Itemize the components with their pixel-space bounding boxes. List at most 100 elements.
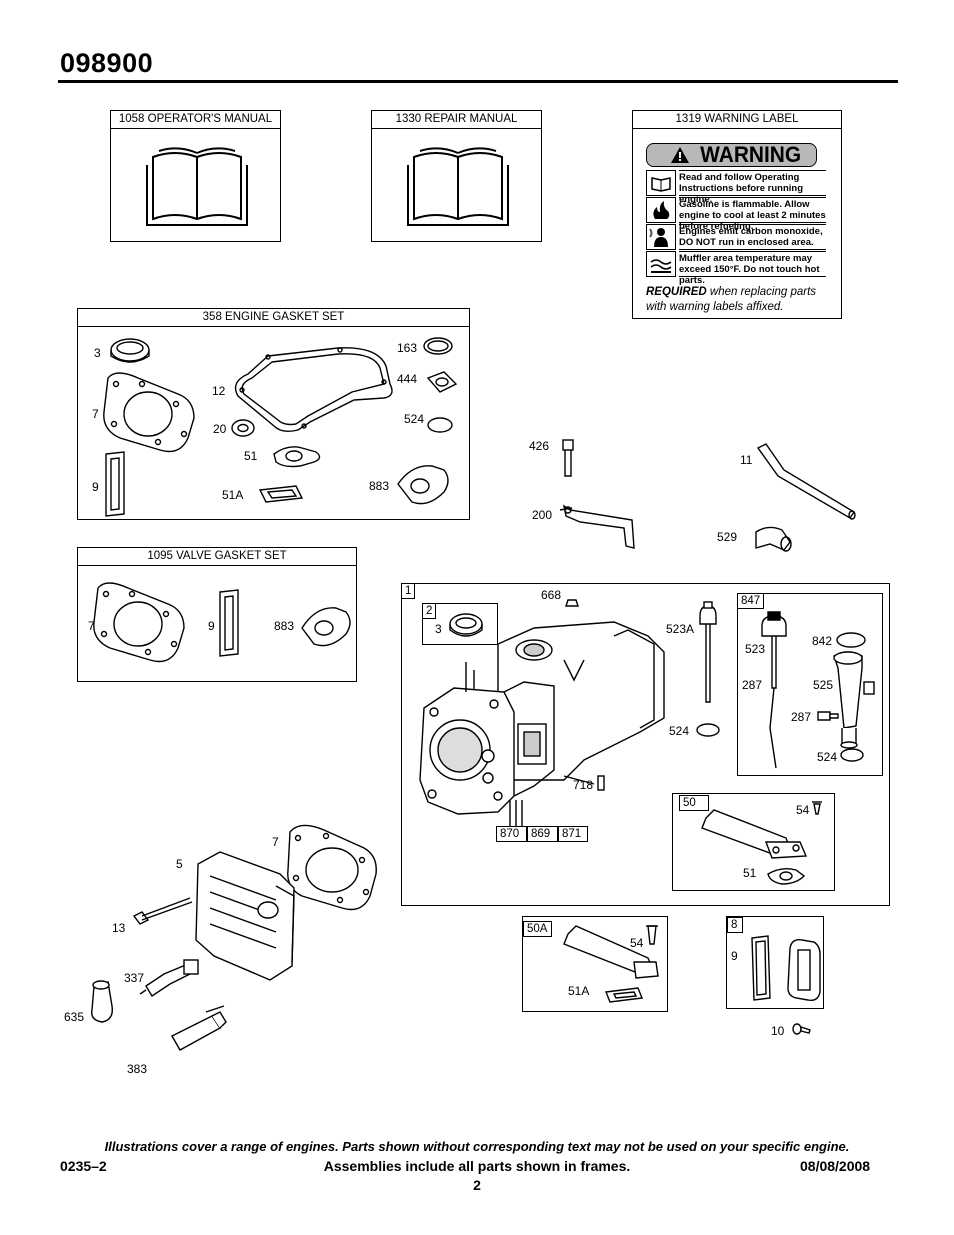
cylinder-head-drawing — [91, 824, 377, 1051]
valve-gasket-set-frame: 1095 VALVE GASKET SET — [77, 547, 357, 682]
page-title: 098900 — [60, 48, 154, 78]
part-number: 7 — [92, 407, 99, 421]
part-number: 13 — [112, 921, 126, 935]
part-number: 5 — [176, 857, 183, 871]
part-number: 883 — [369, 479, 390, 493]
fumes-icon — [646, 224, 676, 250]
frame-tag: 50 — [679, 795, 709, 811]
part-number: 635 — [64, 1010, 85, 1024]
alert-triangle-icon — [671, 147, 689, 163]
footer-date: 08/08/2008 — [800, 1158, 871, 1174]
part-number: 51A — [568, 984, 590, 998]
book-icon — [407, 147, 509, 226]
warning-label-frame: 1319 WARNING LABEL — [632, 110, 842, 319]
governor-linkage-drawing — [559, 439, 856, 552]
frame-tag: 8 — [727, 917, 743, 933]
pin-drawing — [597, 775, 605, 791]
engine-gasket-set-frame: 358 ENGINE GASKET SET — [77, 308, 470, 520]
part-number: 383 — [127, 1062, 148, 1076]
hot-surface-icon — [646, 251, 676, 277]
part-number: 51A — [222, 488, 244, 502]
part-number: 523A — [666, 622, 695, 636]
breather-subframe — [672, 793, 835, 891]
required-bold: REQUIRED — [646, 286, 707, 298]
book-icon — [146, 147, 248, 226]
part-number: 51 — [743, 866, 757, 880]
part-number: 11 — [740, 453, 753, 467]
warning-line: Read and follow Operating Instructions b… — [679, 170, 826, 205]
bearing-seal-drawing — [449, 613, 483, 637]
page-number: 2 — [473, 1177, 481, 1193]
warning-row: Engines emit carbon monoxide, DO NOT run… — [646, 224, 826, 250]
valve-gasket-set-title: 1095 VALVE GASKET SET — [78, 548, 356, 566]
manual-icon — [646, 170, 676, 196]
part-tag: 869 — [527, 826, 558, 842]
bearing-subframe — [422, 603, 498, 645]
dipstick-tube-drawing — [696, 601, 720, 737]
part-number: 3 — [435, 622, 442, 636]
part-number: 12 — [212, 384, 226, 398]
footer-code: 0235–2 — [60, 1158, 107, 1174]
required-note: REQUIRED when replacing parts with warni… — [646, 285, 832, 315]
part-number: 7 — [272, 835, 279, 849]
part-number: 668 — [541, 588, 562, 602]
part-number: 9 — [92, 480, 99, 494]
part-number: 7 — [88, 619, 95, 633]
part-number: 718 — [573, 778, 594, 792]
breather-alt-drawing — [563, 925, 659, 1003]
part-tag: 871 — [558, 826, 588, 842]
dipstick-subframe — [737, 593, 883, 776]
part-number: 9 — [731, 949, 738, 963]
valve-gasket-set-drawing — [93, 582, 351, 663]
engine-gasket-set-title: 358 ENGINE GASKET SET — [78, 309, 469, 327]
required-text: when replacing parts with warning labels… — [646, 286, 817, 313]
header-rule — [58, 80, 898, 83]
warning-line: Gasoline is flammable. Allow engine to c… — [679, 197, 826, 232]
warning-line: Muffler area temperature may exceed 150°… — [679, 251, 826, 286]
dipstick-assembly-drawing — [761, 611, 875, 769]
part-number: 10 — [771, 1024, 785, 1038]
part-number: 842 — [812, 634, 833, 648]
part-number: 200 — [532, 508, 553, 522]
screw-drawing — [792, 1023, 811, 1035]
warning-row: Gasoline is flammable. Allow engine to c… — [646, 197, 826, 232]
repair-manual-frame: 1330 REPAIR MANUAL — [371, 110, 542, 242]
breather-alt-frame — [522, 916, 668, 1012]
warning-decal: WARNING Read and follow Operating Instru… — [646, 143, 826, 286]
breather-drawing — [701, 801, 822, 885]
frame-tag: 2 — [422, 603, 437, 619]
frame-tag: 1 — [401, 583, 416, 599]
part-number: 163 — [397, 341, 418, 355]
part-number: 529 — [717, 530, 738, 544]
valve-cover-frame — [726, 916, 824, 1009]
engine-block-drawing — [419, 599, 665, 828]
part-number: 287 — [791, 710, 812, 724]
part-number: 426 — [529, 439, 550, 453]
engine-block-frame — [401, 583, 890, 906]
fire-icon — [646, 197, 676, 223]
warning-row: Read and follow Operating Instructions b… — [646, 170, 826, 205]
part-number: 883 — [274, 619, 295, 633]
part-number: 524 — [404, 412, 425, 426]
part-number: 525 — [813, 678, 834, 692]
part-number: 54 — [630, 936, 644, 950]
repair-manual-title: 1330 REPAIR MANUAL — [372, 111, 541, 129]
operators-manual-title: 1058 OPERATOR'S MANUAL — [111, 111, 280, 129]
part-number: 444 — [397, 372, 418, 386]
warning-label-title: 1319 WARNING LABEL — [633, 111, 841, 129]
part-number: 523 — [745, 642, 766, 656]
part-number: 20 — [213, 422, 227, 436]
warning-line: Engines emit carbon monoxide, DO NOT run… — [679, 224, 826, 250]
valve-cover-drawing — [751, 935, 821, 1002]
part-number: 337 — [124, 971, 145, 985]
warning-row: Muffler area temperature may exceed 150°… — [646, 251, 826, 286]
footer-note: Illustrations cover a range of engines. … — [104, 1139, 850, 1154]
frame-tag: 50A — [523, 921, 552, 937]
part-tag: 870 — [496, 826, 527, 842]
part-number: 287 — [742, 678, 763, 692]
part-number: 9 — [208, 619, 215, 633]
frame-tag: 847 — [737, 593, 765, 609]
part-number: 54 — [796, 803, 810, 817]
part-number: 524 — [817, 750, 838, 764]
engine-gasket-set-drawing — [103, 337, 458, 517]
